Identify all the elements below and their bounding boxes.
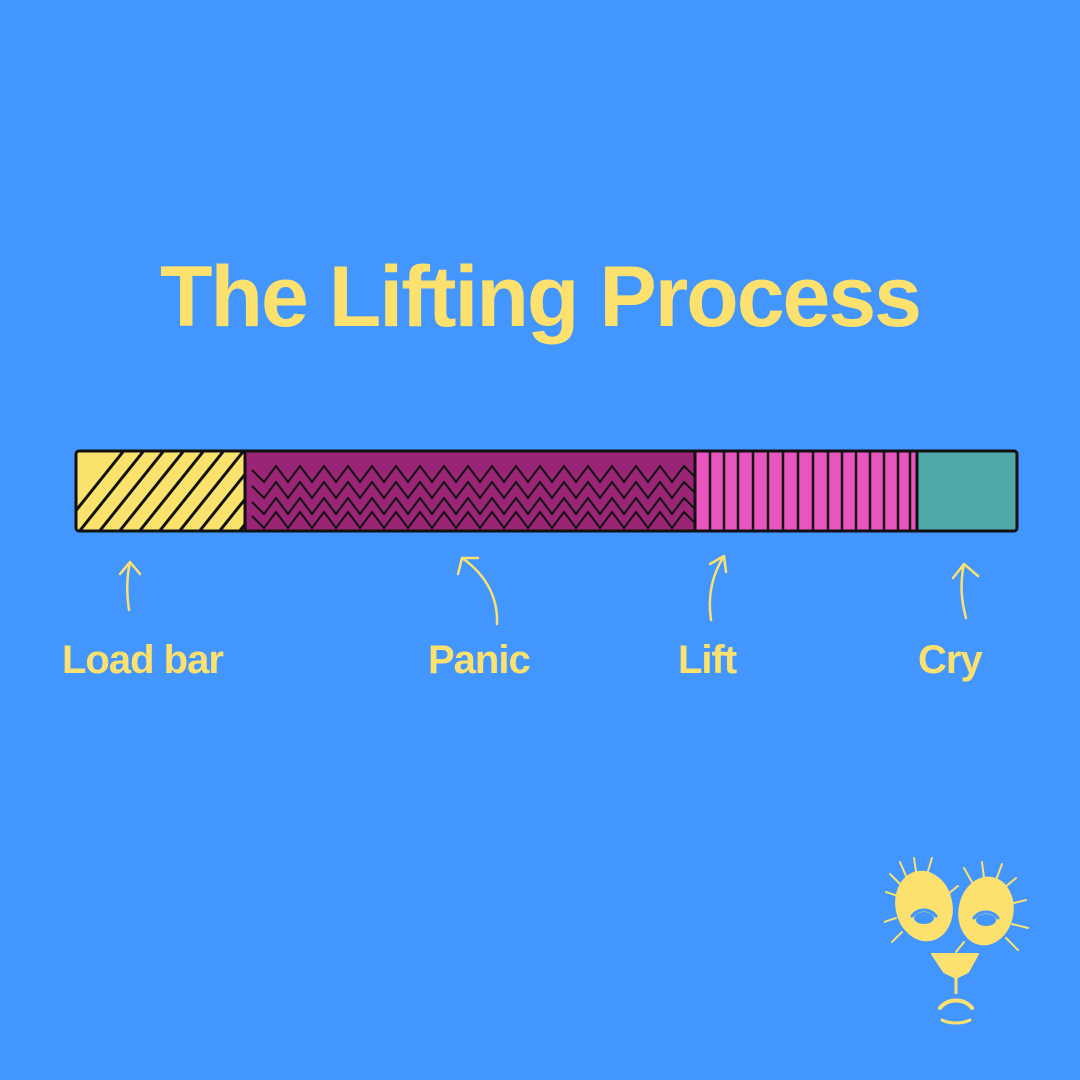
load-segment	[77, 452, 245, 530]
up-arrow-icon	[951, 562, 980, 620]
poster-title: The Lifting Process	[159, 249, 922, 345]
label-cry: Cry	[918, 638, 983, 682]
label-lift: Lift	[678, 638, 737, 682]
label-panic: Panic	[428, 638, 531, 682]
up-arrow-icon	[708, 554, 728, 622]
lift-segment	[695, 452, 917, 530]
cry-segment	[917, 452, 1016, 530]
sleepy-lion-face-icon	[884, 857, 1029, 1025]
curved-up-arrow-icon	[456, 556, 499, 626]
panic-segment	[245, 452, 695, 530]
label-load-bar: Load bar	[62, 638, 224, 682]
up-arrow-icon	[118, 560, 142, 612]
bar-outline	[74, 449, 1019, 533]
process-bar	[74, 449, 1019, 533]
